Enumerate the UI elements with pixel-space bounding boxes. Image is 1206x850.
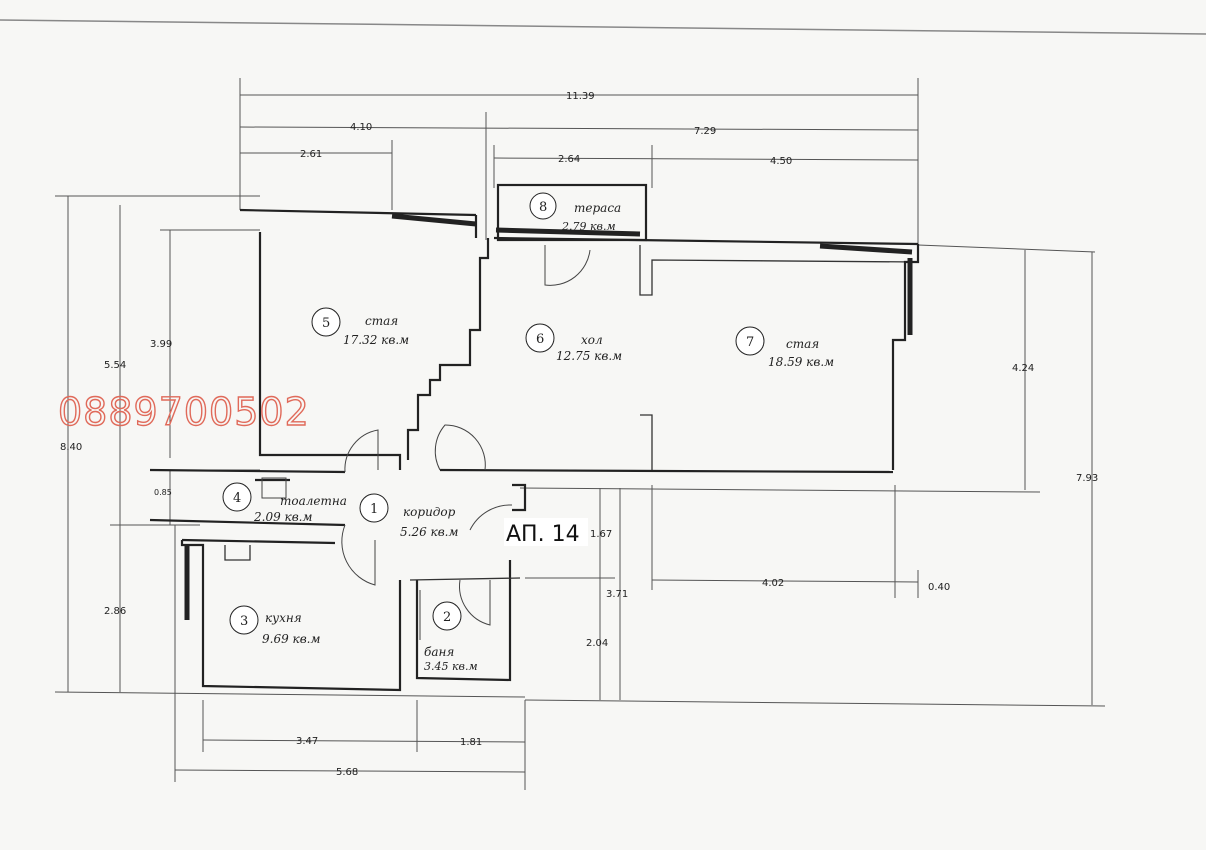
svg-text:тераса: тераса [574, 201, 621, 215]
apartment-label: АП. 14 [506, 522, 580, 547]
room-5-room: 5 стая 17.32 кв.м [311, 307, 409, 347]
dim-top-room5: 2.61 [300, 149, 322, 160]
dim-left-kitchen: 2.86 [104, 606, 126, 617]
svg-text:18.59 кв.м: 18.59 кв.м [768, 355, 834, 369]
dim-top-total: 11.39 [566, 91, 595, 102]
dimension-labels: 11.39 4.10 7.29 2.61 2.64 4.50 8.40 5.54… [60, 91, 1098, 778]
dim-left-room5: 3.99 [150, 339, 172, 350]
svg-text:4: 4 [233, 491, 241, 506]
room-1-corridor: 1 коридор 5.26 кв.м [359, 493, 458, 539]
dim-bottom-bath: 1.81 [460, 737, 482, 748]
dim-lower-mid2: 2.04 [586, 638, 608, 649]
dim-top-terrace: 2.64 [558, 154, 580, 165]
windows [184, 213, 913, 620]
dim-top-left: 4.10 [350, 122, 372, 133]
svg-text:стая: стая [365, 314, 398, 328]
svg-text:кухня: кухня [265, 611, 302, 625]
svg-text:5.26 кв.м: 5.26 кв.м [400, 525, 458, 539]
svg-text:баня: баня [424, 645, 454, 659]
dim-right-total: 7.93 [1076, 473, 1098, 484]
room-4-wc: 4 тоалетна 2.09 кв.м [222, 482, 347, 524]
room-3-kitchen: 3 кухня 9.69 кв.м [229, 605, 320, 646]
svg-text:6: 6 [536, 332, 544, 347]
room-8-terrace: 8 тераса 2.79 кв.м [529, 192, 621, 233]
dim-left-upper: 5.54 [104, 360, 126, 371]
walls [149, 183, 920, 692]
svg-text:7: 7 [746, 335, 754, 350]
phone-watermark: 0889700502 [58, 390, 310, 434]
dim-left-total: 8.40 [60, 442, 82, 453]
dim-right-room7: 4.24 [1012, 363, 1034, 374]
dim-lower-mid: 3.71 [606, 589, 628, 600]
svg-text:17.32 кв.м: 17.32 кв.м [343, 333, 409, 347]
svg-text:5: 5 [322, 316, 330, 331]
svg-text:3: 3 [240, 614, 248, 629]
dim-bottom-total: 5.68 [336, 767, 358, 778]
svg-text:тоалетна: тоалетна [280, 494, 347, 508]
dim-top-right: 7.29 [694, 126, 716, 137]
svg-text:12.75 кв.м: 12.75 кв.м [556, 349, 622, 363]
doors [261, 245, 591, 640]
svg-text:стая: стая [786, 337, 819, 351]
room-7-room: 7 стая 18.59 кв.м [735, 326, 834, 369]
svg-text:2: 2 [443, 610, 451, 625]
dim-lower-right: 4.02 [762, 578, 784, 589]
dimension-lines [54, 78, 1106, 790]
room-6-hall: 6 хол 12.75 кв.м [525, 323, 622, 363]
svg-text:9.69 кв.м: 9.69 кв.м [262, 632, 320, 646]
dim-corridor-ext: 1.67 [590, 529, 612, 540]
page-edge [0, 19, 1206, 35]
svg-text:коридор: коридор [403, 505, 456, 519]
svg-text:2.09 кв.м: 2.09 кв.м [253, 510, 312, 524]
svg-text:1: 1 [370, 502, 378, 517]
room-2-bath: 2 баня 3.45 кв.м [424, 601, 478, 673]
svg-text:хол: хол [581, 333, 603, 347]
svg-text:2.79 кв.м: 2.79 кв.м [561, 220, 616, 233]
svg-text:3.45 кв.м: 3.45 кв.м [424, 660, 478, 673]
svg-text:8: 8 [539, 200, 547, 215]
dim-bottom-kitchen: 3.47 [296, 736, 318, 747]
dim-top-room7: 4.50 [770, 156, 792, 167]
dim-lower-right-small: 0.40 [928, 582, 950, 593]
dim-left-wc: 0.85 [154, 488, 172, 497]
